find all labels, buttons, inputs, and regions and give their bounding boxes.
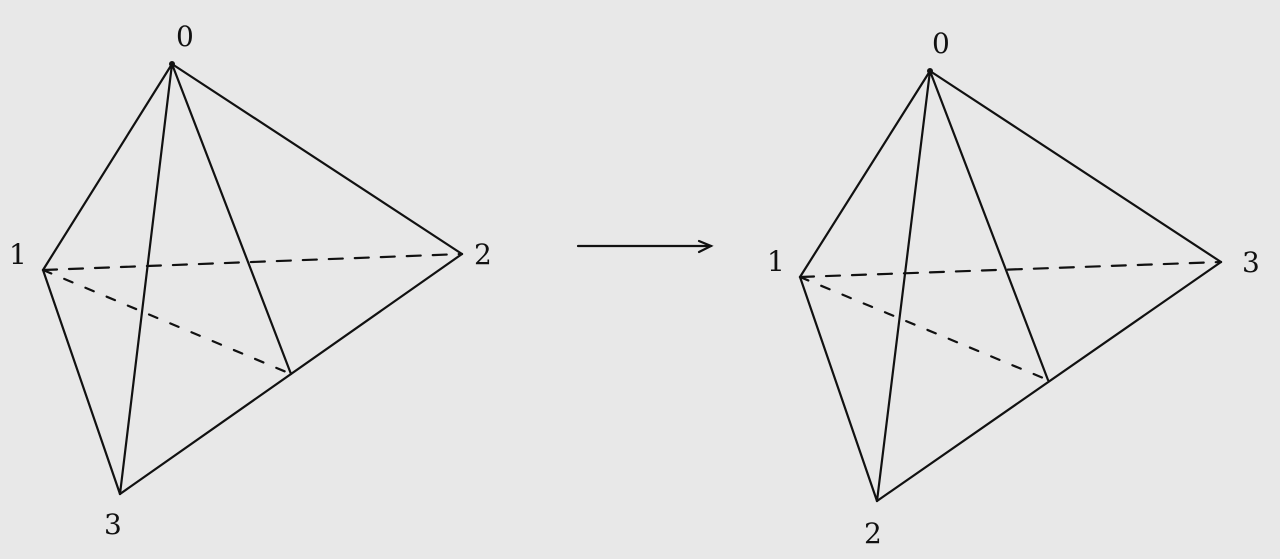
edge-0-midpoint (928, 69, 1050, 382)
edge-0-bottom (875, 69, 932, 503)
hidden-segment-1-midpoint (798, 275, 1050, 382)
right-label-top: 0 (932, 27, 950, 60)
right-label-bottom: 2 (864, 517, 882, 550)
right-label-right: 3 (1242, 246, 1260, 279)
right-tetrahedron: 0 1 3 2 (767, 27, 1260, 550)
edge-0-1 (798, 69, 932, 279)
left-label-bottom: 3 (104, 508, 122, 541)
vertex-dot-top (169, 61, 175, 67)
edge-bottom-right (118, 252, 464, 496)
right-label-left: 1 (767, 245, 785, 278)
left-label-right: 2 (474, 238, 492, 271)
vertex-dot-top (927, 68, 933, 74)
edge-1-bottom (41, 268, 122, 496)
hidden-edge-1-right (798, 260, 1223, 279)
hidden-edge-1-right (41, 252, 464, 272)
edge-0-bottom (118, 62, 174, 496)
edge-0-midpoint (170, 62, 293, 376)
edge-1-bottom (798, 275, 879, 503)
left-tetrahedron: 0 1 2 3 (9, 20, 492, 541)
arrow-head (697, 239, 714, 254)
edge-bottom-right (875, 260, 1223, 503)
left-label-top: 0 (176, 20, 194, 53)
edge-0-right (928, 69, 1223, 264)
edge-0-right (170, 62, 464, 256)
edge-0-1 (41, 62, 174, 272)
hidden-segment-1-midpoint (41, 268, 293, 376)
transform-arrow (576, 239, 714, 254)
left-label-left: 1 (9, 238, 27, 271)
